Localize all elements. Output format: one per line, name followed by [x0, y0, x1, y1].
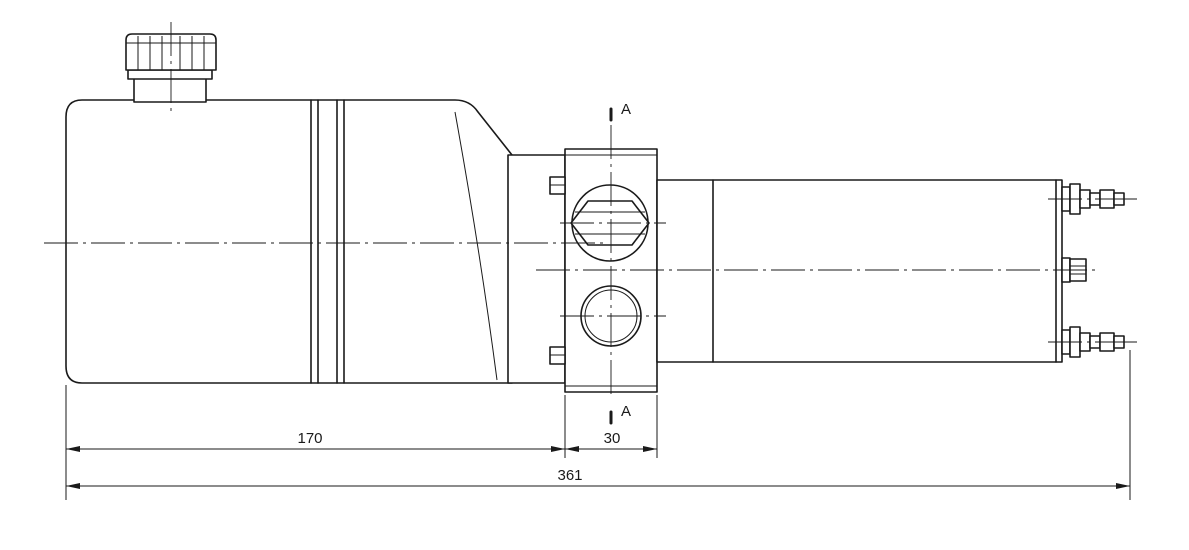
section-mark-top: A: [609, 101, 631, 122]
motor-cylinder: [656, 179, 1063, 363]
filler-cap: [125, 22, 217, 112]
bolt-bottom: [549, 346, 566, 365]
dimension-label-361: 361: [557, 467, 582, 484]
section-label-bottom: A: [621, 403, 631, 420]
section-mark-bottom: A: [609, 403, 631, 425]
section-label-top: A: [621, 101, 631, 118]
dimension-170: 170: [66, 430, 565, 452]
dimension-label-170: 170: [297, 430, 322, 447]
dimension-361: 361: [66, 467, 1130, 489]
reservoir-tank: [65, 99, 513, 384]
bolt-top: [549, 176, 566, 195]
dimension-label-30: 30: [604, 430, 621, 447]
dimension-30: 30: [565, 430, 657, 452]
